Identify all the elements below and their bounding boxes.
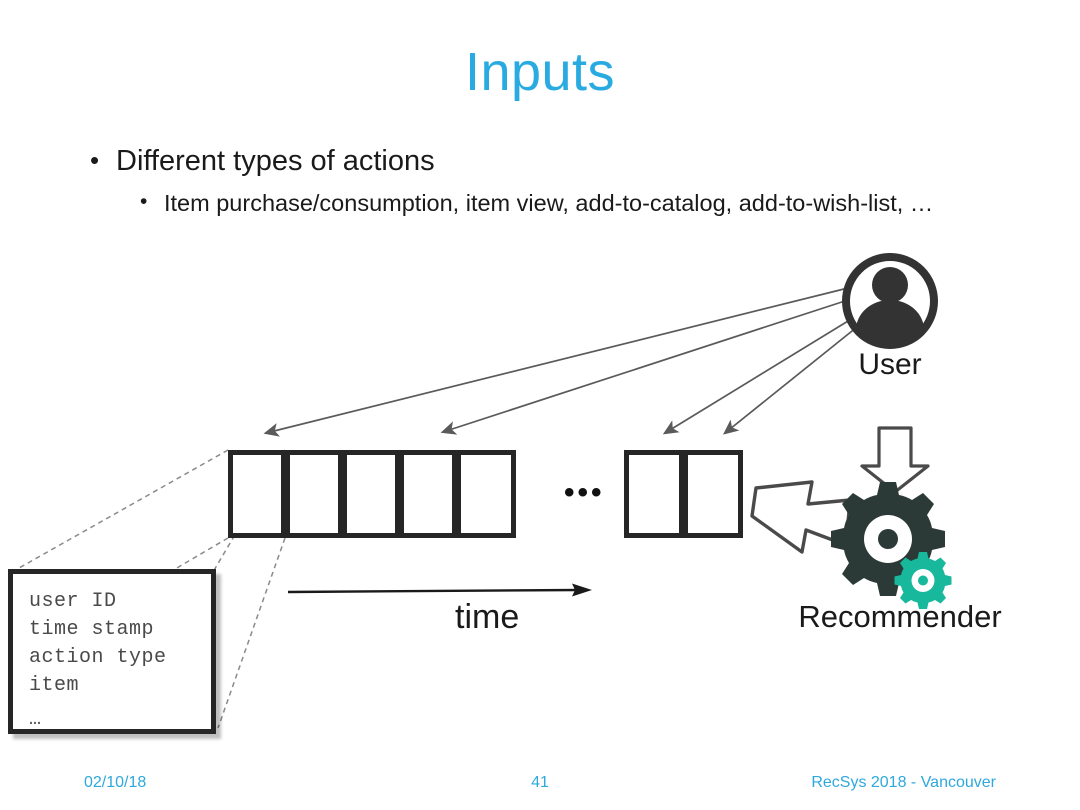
sequence-cell [624, 450, 684, 538]
user-action-arrow [723, 322, 863, 435]
user-label: User [858, 348, 922, 381]
footer-event-name: RecSys 2018 - Vancouver [811, 774, 996, 791]
callout-line [169, 537, 229, 573]
user-action-arrow [263, 287, 849, 437]
recommender-label: Recommender [798, 599, 1002, 634]
detail-line: user ID [29, 590, 117, 613]
footer-page-number: 41 [531, 774, 549, 791]
sequence-ellipsis: ••• [564, 476, 605, 509]
page-title: Inputs [464, 42, 616, 102]
sequence-cell [342, 450, 400, 538]
user-action-arrow [440, 299, 849, 435]
sequence-cell [456, 450, 516, 538]
bullet-level1: • Different types of actions [84, 143, 1014, 180]
bullet-marker-icon: • [140, 190, 148, 214]
callout-dashed-lines [11, 449, 286, 729]
callout-line [11, 449, 229, 573]
detail-line: time stamp [29, 618, 155, 641]
sequence-cell [228, 450, 286, 538]
detail-line: action type [29, 646, 167, 669]
detail-line: item [29, 674, 80, 697]
event-detail-box: user ID time stamp action type item … [8, 569, 216, 734]
user-action-arrow [662, 317, 854, 435]
user-icon [842, 253, 938, 349]
flow-arrow-user-to-recommender [860, 426, 930, 494]
footer-date: 02/10/18 [84, 774, 147, 791]
bullet-level2: • Item purchase/consumption, item view, … [134, 188, 964, 219]
callout-line [217, 537, 286, 729]
event-detail-lines: user ID time stamp action type item … [29, 588, 167, 734]
time-axis-label: time [455, 598, 520, 636]
bullet-level1-text: Different types of actions [116, 145, 435, 177]
user-action-arrows [263, 287, 863, 437]
callout-line [212, 449, 286, 573]
sequence-cell [683, 450, 743, 538]
bullet-list: • Different types of actions • Item purc… [84, 143, 1014, 220]
bullet-level2-text: Item purchase/consumption, item view, ad… [164, 190, 934, 217]
detail-line-trailing: … [29, 708, 42, 731]
bullet-marker-icon: • [90, 145, 100, 175]
time-axis-arrow [287, 583, 592, 597]
sequence-cell [399, 450, 457, 538]
sequence-cell [285, 450, 343, 538]
gear-small-icon [894, 552, 952, 609]
